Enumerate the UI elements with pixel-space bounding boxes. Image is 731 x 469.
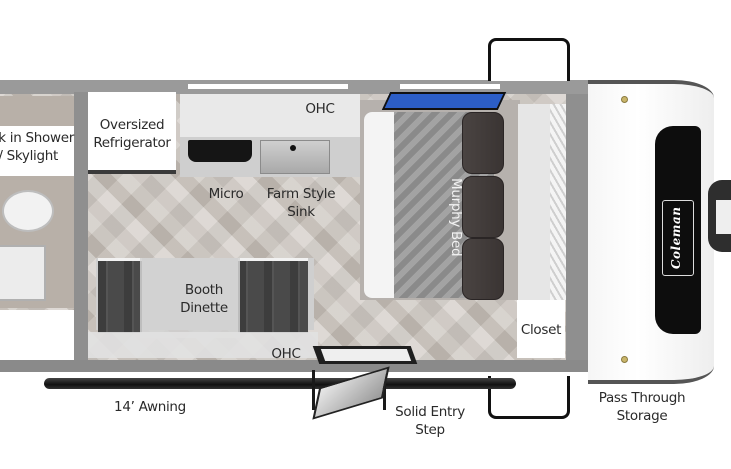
rivet-top xyxy=(621,96,628,103)
sink-label-line2: Sink xyxy=(287,204,315,220)
sink-drain-icon xyxy=(290,145,296,151)
refrigerator-label-line1: Oversized xyxy=(99,117,165,133)
kitchen-window xyxy=(188,84,348,89)
dinette-label-line2: Dinette xyxy=(180,300,228,316)
shower-label-line1: k in Shower xyxy=(0,130,74,146)
awning-roll xyxy=(44,378,516,389)
murphy-bed-label: Murphy Bed xyxy=(448,177,464,257)
sofa-cushion-3 xyxy=(462,238,504,300)
dinette-label-line1: Booth xyxy=(184,282,224,298)
bedroom-skylight xyxy=(381,92,507,110)
toilet-icon xyxy=(2,190,54,232)
overhead-cabinet-bottom xyxy=(88,332,318,358)
hitch-inner xyxy=(716,200,731,234)
entry-step-label-line1: Solid Entry xyxy=(395,404,465,420)
ohc-bottom-label: OHC xyxy=(271,346,301,362)
wardrobe-texture xyxy=(550,104,566,300)
bedroom-window xyxy=(400,84,500,89)
sofa-cushion-1 xyxy=(462,112,504,174)
mattress-edge xyxy=(364,112,394,298)
awning-label: 14’ Awning xyxy=(114,399,186,415)
front-wall xyxy=(566,94,588,364)
sink-label-line1: Farm Style xyxy=(266,186,336,202)
pass-through-label-line1: Pass Through xyxy=(598,390,686,406)
refrigerator-label-line2: Refrigerator xyxy=(93,135,171,151)
closet xyxy=(517,300,565,358)
micro-label: Micro xyxy=(208,186,244,202)
entry-step-label-line2: Step xyxy=(415,422,445,438)
dinette-bench-right xyxy=(238,258,308,333)
overhead-cabinet-top xyxy=(180,94,360,140)
ohc-top-label: OHC xyxy=(305,101,335,117)
dinette-table xyxy=(140,258,240,338)
entry-door-glass xyxy=(320,349,412,361)
dinette-bench-left xyxy=(98,258,142,333)
sofa-cushion-2 xyxy=(462,176,504,238)
bathroom-cabinet xyxy=(0,310,74,366)
shower-label-line2: / Skylight xyxy=(0,148,58,164)
refrigerator xyxy=(88,92,176,174)
rivet-bottom xyxy=(621,356,628,363)
dinette-window xyxy=(124,371,284,376)
shower-area xyxy=(0,126,74,176)
bathroom-wall xyxy=(74,92,88,366)
coleman-logo: Coleman xyxy=(662,200,694,276)
pass-through-label-line2: Storage xyxy=(616,408,668,424)
top-storage-compartment xyxy=(488,38,570,81)
closet-label: Closet xyxy=(520,322,562,338)
brand-badge xyxy=(655,126,701,334)
microwave-cooktop-icon xyxy=(188,140,252,162)
bathroom-sink-icon xyxy=(0,245,46,301)
bottom-wall xyxy=(0,360,592,372)
